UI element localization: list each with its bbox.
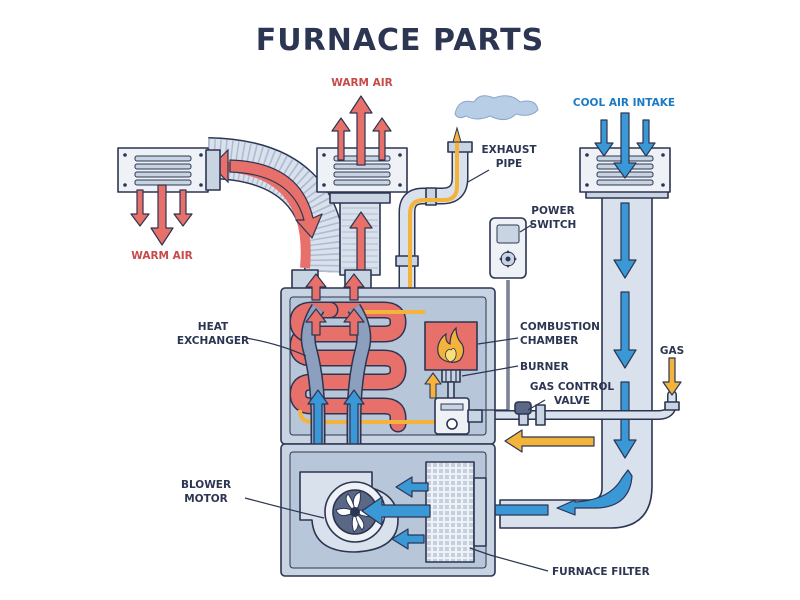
gas-arrow (662, 357, 682, 396)
svg-text:EXCHANGER: EXCHANGER (177, 335, 249, 347)
svg-text:POWER: POWER (531, 205, 574, 217)
exhaust-pipe-label: EXHAUST PIPE (467, 144, 537, 183)
power-switch-label: POWER SWITCH (519, 205, 577, 233)
blower-motor-label: BLOWER MOTOR (181, 479, 325, 519)
gas-label: GAS (660, 345, 684, 357)
gas-control-valve (434, 381, 483, 435)
burner-flow-arrow (424, 372, 442, 399)
flex-duct-warm-arrow (229, 159, 323, 239)
smoke-icon (454, 95, 539, 120)
gas-line (457, 390, 680, 426)
exhaust-flow (408, 140, 459, 300)
cool-air-intake-label: COOL AIR INTAKE (573, 97, 675, 109)
filter-to-blower-arrows (361, 476, 431, 550)
svg-text:COMBUSTION: COMBUSTION (520, 321, 600, 333)
diagram-title: FURNACE PARTS (256, 23, 545, 58)
gas-flow-arrow (504, 429, 595, 453)
svg-text:GAS CONTROL: GAS CONTROL (530, 381, 615, 393)
burner-label: BURNER (461, 361, 569, 377)
svg-text:HEAT: HEAT (198, 321, 229, 333)
warm-air-top-label: WARM AIR (331, 77, 393, 89)
svg-text:PIPE: PIPE (496, 158, 522, 170)
svg-text:CHAMBER: CHAMBER (520, 335, 578, 347)
svg-text:BLOWER: BLOWER (181, 479, 231, 491)
burner (441, 369, 461, 383)
svg-text:EXHAUST: EXHAUST (481, 144, 537, 156)
combustion-chamber-label: COMBUSTION CHAMBER (477, 321, 600, 347)
combustion-chamber (424, 321, 478, 371)
flame-icon (437, 326, 465, 363)
heat-exchanger-label: HEAT EXCHANGER (177, 321, 307, 357)
svg-text:MOTOR: MOTOR (184, 493, 228, 505)
exhaust-arrow (452, 126, 462, 143)
cool-air-intake-arrows (451, 112, 656, 523)
furnace-filter-label: FURNACE FILTER (469, 547, 650, 578)
heated-air-arrows (305, 273, 365, 336)
svg-text:SWITCH: SWITCH (530, 219, 577, 231)
svg-text:VALVE: VALVE (554, 395, 590, 407)
power-switch (474, 217, 527, 411)
svg-text:BURNER: BURNER (520, 361, 569, 373)
left-warm-air-arrows (130, 184, 193, 246)
exhaust-pipe (395, 141, 473, 300)
left-warm-air-vent (117, 147, 221, 193)
warm-air-left-label: WARM AIR (131, 250, 193, 262)
furnace-filter (425, 461, 487, 563)
gas-control-valve-label: GAS CONTROL VALVE (527, 381, 615, 411)
svg-text:FURNACE FILTER: FURNACE FILTER (552, 566, 650, 578)
